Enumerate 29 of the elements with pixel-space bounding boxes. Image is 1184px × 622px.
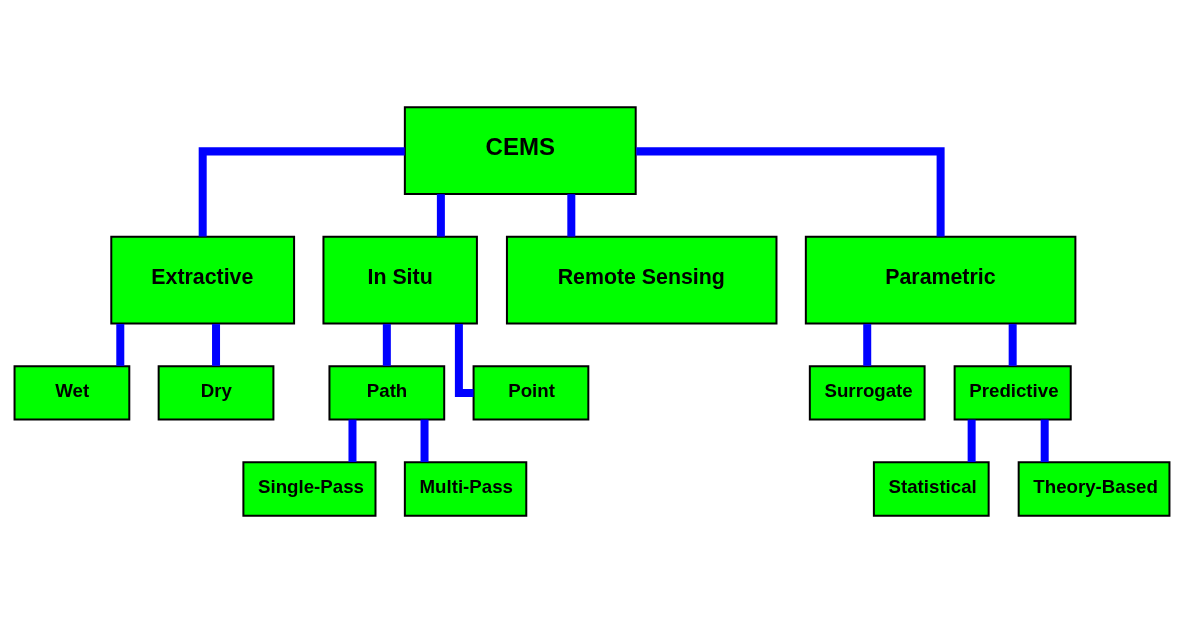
node-box: Remote Sensing <box>505 235 778 324</box>
connector <box>567 193 576 237</box>
node-box: Surrogate <box>808 364 926 421</box>
connector <box>636 146 945 237</box>
connector <box>436 193 445 237</box>
connector <box>1008 323 1017 366</box>
node-box: Dry <box>157 364 275 421</box>
connector <box>420 419 429 462</box>
connector <box>967 419 976 462</box>
node-box: Wet <box>13 364 131 421</box>
node-box: Point <box>472 364 590 421</box>
node-box: Theory-Based <box>1017 460 1171 517</box>
connector <box>454 323 474 397</box>
connector <box>198 146 405 237</box>
node-box: Multi-Pass <box>403 460 528 517</box>
node-box: Single-Pass <box>242 460 377 517</box>
node-box: CEMS <box>403 105 637 195</box>
node-box: In Situ <box>322 235 478 324</box>
connector <box>348 419 357 462</box>
node-box: Extractive <box>110 235 296 324</box>
connector <box>1040 419 1049 462</box>
node-box: Path <box>328 364 446 421</box>
node-box: Parametric <box>804 235 1077 324</box>
connector <box>382 323 391 366</box>
connector <box>863 323 872 366</box>
node-box: Predictive <box>953 364 1072 421</box>
node-box: Statistical <box>872 460 990 517</box>
connector <box>116 323 125 366</box>
connector <box>212 323 221 366</box>
